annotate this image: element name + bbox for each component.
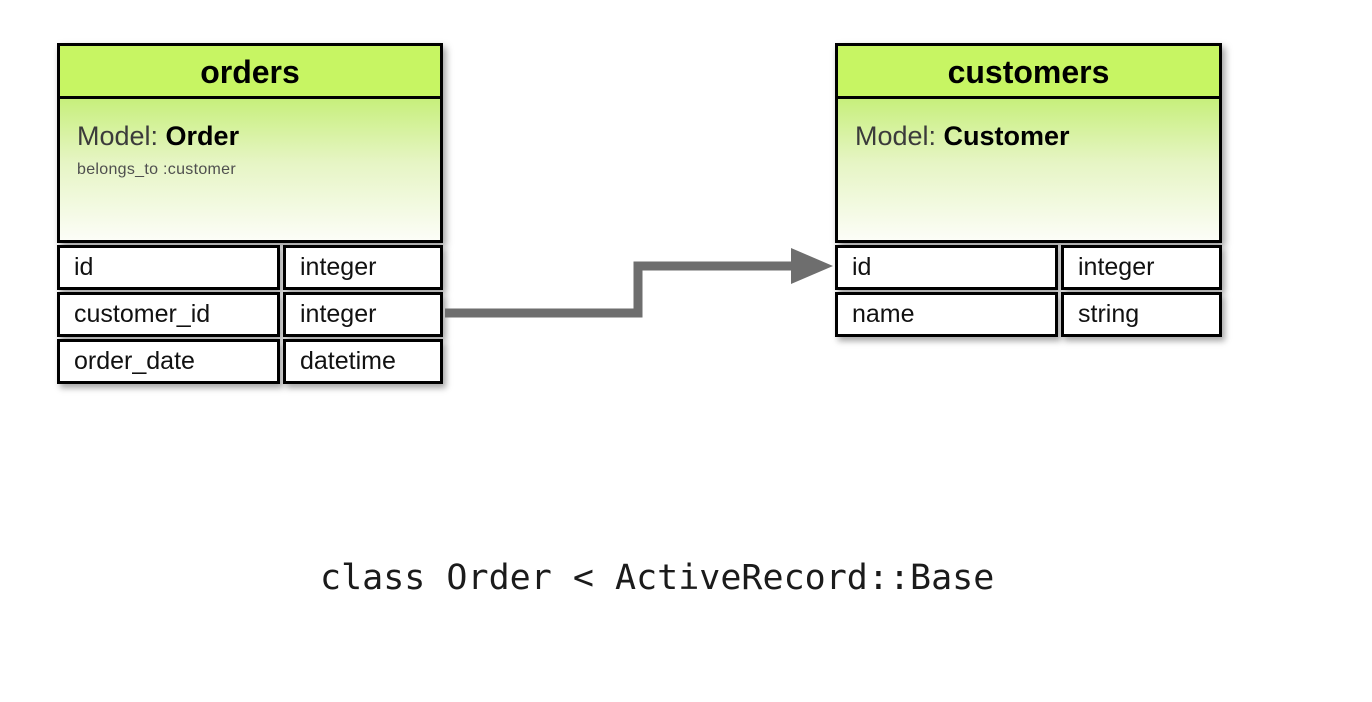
column-name-cell: customer_id bbox=[57, 292, 280, 337]
orders-columns-list: id integer customer_id integer order_dat… bbox=[57, 245, 443, 386]
column-name-cell: order_date bbox=[57, 339, 280, 384]
table-row: name string bbox=[835, 292, 1222, 337]
orders-model-label: Model: bbox=[77, 121, 166, 151]
code-line: class Order < ActiveRecord::Base bbox=[320, 558, 995, 598]
column-name-cell: name bbox=[835, 292, 1058, 337]
column-name-cell: id bbox=[835, 245, 1058, 290]
column-type-cell: string bbox=[1061, 292, 1222, 337]
customers-table: customers Model: Customer id integer nam… bbox=[835, 43, 1222, 337]
customers-table-top: customers Model: Customer bbox=[835, 43, 1222, 243]
table-row: id integer bbox=[57, 245, 443, 290]
customers-model-name: Customer bbox=[943, 121, 1070, 151]
column-name-cell: id bbox=[57, 245, 280, 290]
customers-table-title: customers bbox=[838, 46, 1219, 99]
column-type-cell: datetime bbox=[283, 339, 443, 384]
table-row: customer_id integer bbox=[57, 292, 443, 337]
relationship-arrow-icon bbox=[445, 248, 833, 318]
customers-model-line: Model: Customer bbox=[855, 121, 1202, 152]
code-snippet: class Order < ActiveRecord::Base belongs… bbox=[320, 458, 994, 702]
orders-model-name: Order bbox=[165, 121, 240, 151]
orders-table-title: orders bbox=[60, 46, 440, 99]
orders-table: orders Model: Order belongs_to :customer… bbox=[57, 43, 443, 384]
orders-table-top: orders Model: Order belongs_to :customer bbox=[57, 43, 443, 243]
orders-model-line: Model: Order bbox=[77, 121, 423, 152]
column-type-cell: integer bbox=[283, 245, 443, 290]
customers-columns-list: id integer name string bbox=[835, 245, 1222, 339]
column-type-cell: integer bbox=[1061, 245, 1222, 290]
customers-model-section: Model: Customer bbox=[838, 99, 1219, 240]
column-type-cell: integer bbox=[283, 292, 443, 337]
code-line: belongs_to :customer bbox=[320, 698, 994, 702]
customers-model-label: Model: bbox=[855, 121, 944, 151]
table-row: id integer bbox=[835, 245, 1222, 290]
orders-association-note: belongs_to :customer bbox=[77, 161, 236, 178]
table-row: order_date datetime bbox=[57, 339, 443, 384]
orders-model-section: Model: Order belongs_to :customer bbox=[60, 99, 440, 240]
